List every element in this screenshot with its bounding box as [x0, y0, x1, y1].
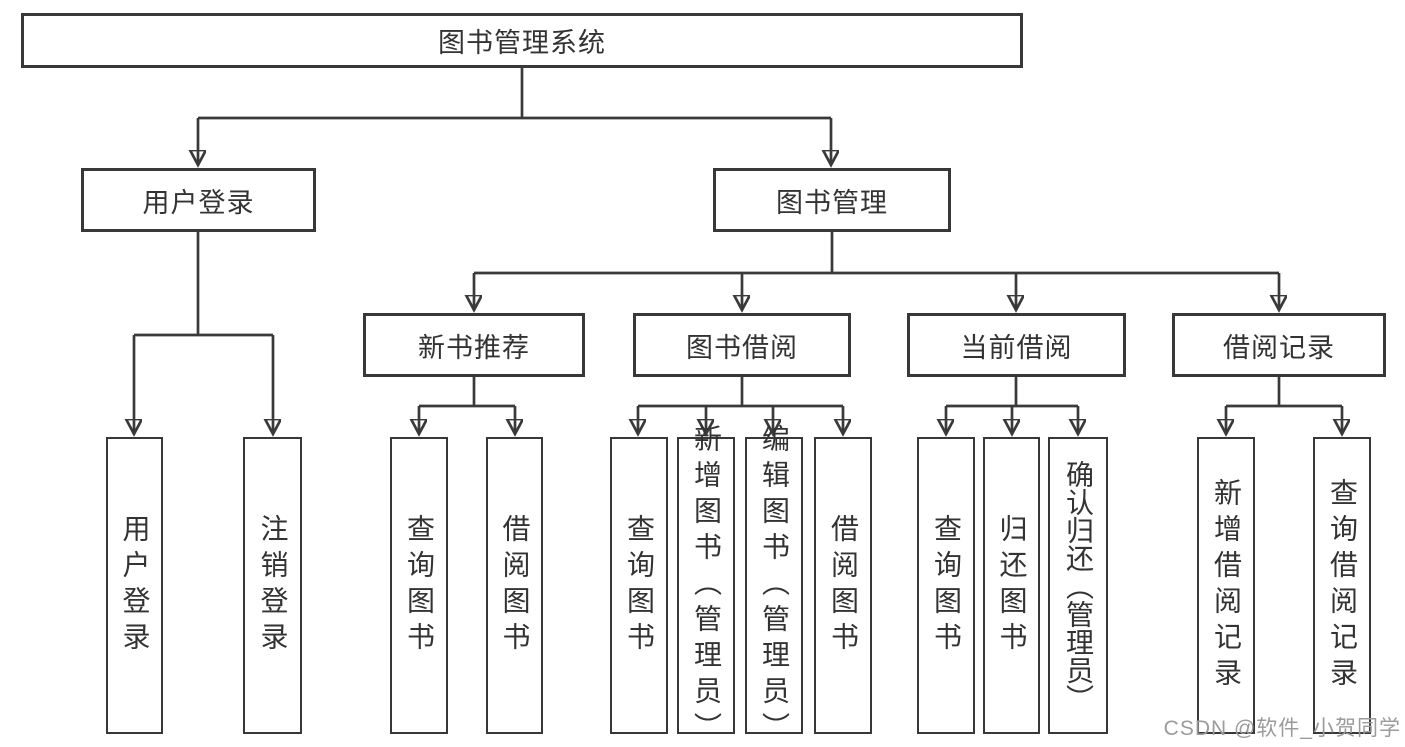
- node-book-management-branch: 图书管理: [713, 168, 951, 232]
- node-label: 新书推荐: [418, 332, 530, 363]
- leaf-label: 注销登录: [257, 513, 289, 658]
- node-book-borrowing: 图书借阅: [633, 313, 851, 377]
- leaf-recommend-query-books: 查询图书: [390, 437, 448, 734]
- node-library-management-system: 图书管理系统: [21, 13, 1023, 68]
- connector-new-book-recommend-to-leaves: [419, 377, 515, 434]
- connector-root-to-branches: [198, 68, 831, 165]
- leaf-label: 用户登录: [119, 513, 151, 658]
- leaf-label: 查询图书: [404, 513, 435, 658]
- node-label: 当前借阅: [960, 332, 1073, 363]
- leaf-label: 确认归还（管理员）: [1063, 459, 1094, 712]
- connector-current-borrowing-to-leaves: [946, 377, 1078, 434]
- leaf-label: 借阅图书: [828, 513, 859, 658]
- leaf-label: 查询借阅记录: [1327, 477, 1358, 694]
- node-label: 图书管理系统: [438, 28, 606, 58]
- connector-book-borrowing-to-leaves: [638, 377, 843, 434]
- leaf-borrowing-borrow-books: 借阅图书: [814, 437, 872, 734]
- leaf-label: 新增图书（管理员）: [691, 423, 722, 747]
- node-borrowing-records: 借阅记录: [1172, 313, 1386, 377]
- connector-user-login-to-leaves: [134, 232, 273, 434]
- leaf-borrowing-add-books-admin: 新增图书（管理员）: [677, 424, 735, 747]
- leaf-label: 查询图书: [624, 513, 655, 658]
- connector-book-management-to-groups: [474, 232, 1279, 310]
- node-label: 图书管理: [776, 187, 888, 218]
- leaf-records-query-borrow-record: 查询借阅记录: [1313, 437, 1371, 734]
- connector-borrowing-records-to-leaves: [1226, 377, 1342, 434]
- leaf-label: 借阅图书: [499, 513, 531, 658]
- leaf-label: 归还图书: [996, 513, 1028, 658]
- node-label: 借阅记录: [1223, 332, 1335, 363]
- node-user-login-branch: 用户登录: [81, 168, 316, 232]
- leaf-records-add-borrow-record: 新增借阅记录: [1197, 437, 1255, 734]
- node-label: 用户登录: [142, 187, 255, 218]
- node-label: 图书借阅: [686, 332, 798, 363]
- node-current-borrowing: 当前借阅: [907, 313, 1126, 377]
- leaf-user-login: 用户登录: [106, 437, 163, 734]
- leaf-borrowing-edit-books-admin: 编辑图书（管理员）: [745, 424, 803, 747]
- leaf-current-query-books: 查询图书: [917, 437, 975, 734]
- leaf-label: 编辑图书（管理员）: [759, 423, 790, 747]
- node-new-book-recommend: 新书推荐: [363, 313, 585, 377]
- leaf-current-confirm-return-admin: 确认归还（管理员）: [1048, 437, 1108, 734]
- csdn-watermark: CSDN @软件_小贺同学: [1163, 717, 1401, 740]
- leaf-recommend-borrow-books: 借阅图书: [486, 437, 543, 734]
- leaf-label: 新增借阅记录: [1211, 477, 1242, 694]
- leaf-current-return-books: 归还图书: [983, 437, 1040, 734]
- leaf-label: 查询图书: [931, 513, 962, 658]
- leaf-logout: 注销登录: [243, 437, 302, 734]
- leaf-borrowing-query-books: 查询图书: [610, 437, 668, 734]
